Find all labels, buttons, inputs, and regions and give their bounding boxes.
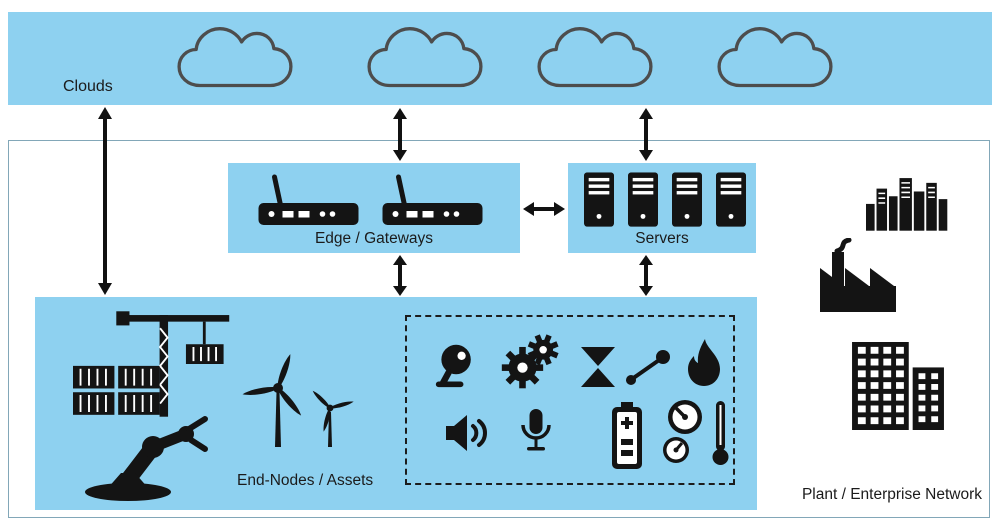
server-icon xyxy=(716,172,746,227)
server-icon xyxy=(584,172,614,227)
arrow-clouds-edge xyxy=(393,108,407,161)
valve-icon xyxy=(581,347,615,387)
cloud-icon xyxy=(716,23,834,95)
server-icon xyxy=(628,172,658,227)
speaker-icon xyxy=(446,415,487,451)
battery-icon xyxy=(612,402,642,469)
camera-icon xyxy=(435,344,471,388)
flame-icon xyxy=(688,339,720,386)
wind-turbines-icon xyxy=(242,354,354,447)
arrow-clouds-servers xyxy=(639,108,653,161)
cloud-icon xyxy=(176,23,294,95)
crane-containers-icon xyxy=(73,311,230,417)
edge-gateways-box: Edge / Gateways xyxy=(228,163,520,253)
gears-icon xyxy=(501,334,559,389)
arrow-edge-servers xyxy=(523,202,565,216)
router-icon xyxy=(380,173,485,229)
arrow-clouds-endnodes xyxy=(98,107,112,295)
plant-enterprise-label: Plant / Enterprise Network xyxy=(801,486,982,503)
factory-icon xyxy=(820,238,896,312)
skyline-icon xyxy=(866,178,948,231)
sensors-dashed-box xyxy=(405,315,735,485)
arrow-edge-endnodes xyxy=(393,255,407,296)
cloud-layer-band: Clouds xyxy=(8,12,992,105)
robot-arm-icon xyxy=(85,416,208,501)
cloud-icon xyxy=(366,23,484,95)
servers-label: Servers xyxy=(635,230,689,247)
router-icon xyxy=(256,173,361,229)
endnodes-assets-label: End-Nodes / Assets xyxy=(237,472,374,489)
server-icon xyxy=(672,172,702,227)
link-icon xyxy=(626,350,670,385)
cloud-icon xyxy=(536,23,654,95)
endnodes-assets-box: End-Nodes / Assets xyxy=(35,297,757,510)
edge-gateways-label: Edge / Gateways xyxy=(314,230,434,247)
servers-box: Servers xyxy=(568,163,756,253)
gauge-thermometer-icon xyxy=(663,400,729,465)
microphone-icon xyxy=(521,409,551,451)
arrow-servers-endnodes xyxy=(639,255,653,296)
office-buildings-icon xyxy=(852,342,944,430)
clouds-label: Clouds xyxy=(63,78,113,95)
